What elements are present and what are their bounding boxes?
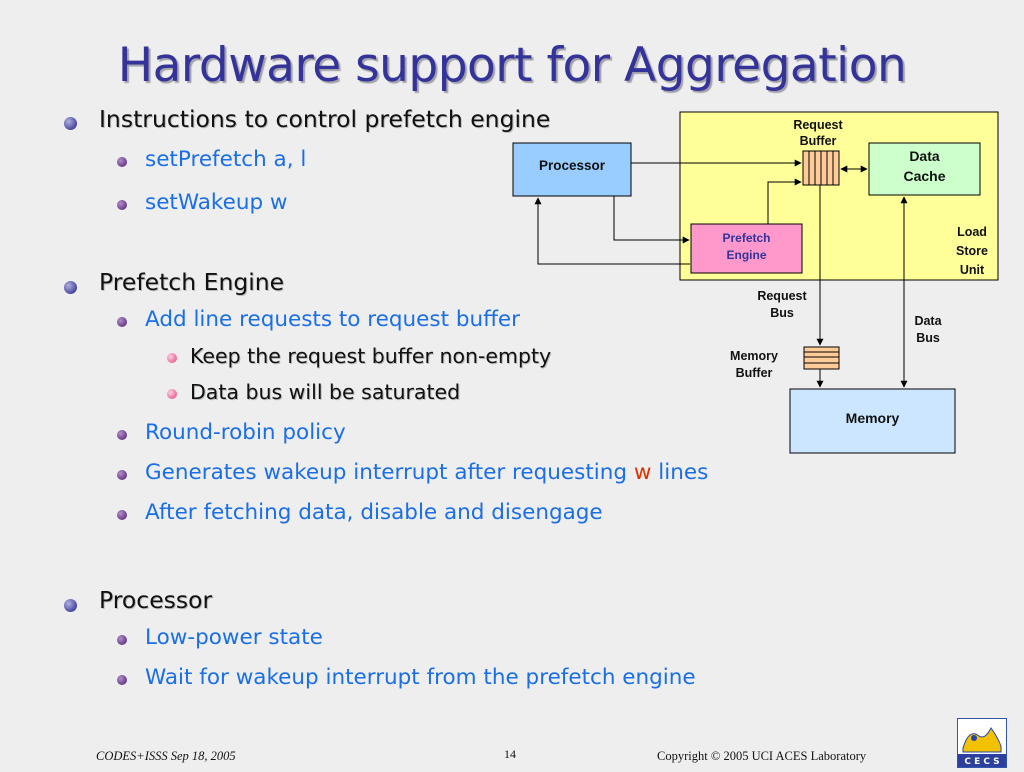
bullet-dot [167, 353, 177, 363]
bullet-dot [64, 117, 77, 130]
memory-box [789, 388, 956, 454]
bullet-dot [117, 200, 127, 210]
slide-title: Hardware support for Aggregation [117, 38, 907, 93]
cecs-logo: C E C S [957, 718, 1007, 768]
bullet-wakeup-text-pre: Generates wakeup interrupt after request… [145, 460, 634, 485]
bullet-disable-disengage: After fetching data, disable and disenga… [145, 500, 603, 525]
data-cache-box [868, 142, 981, 196]
cecs-logo-text: C E C S [964, 757, 999, 767]
bullet-low-power: Low-power state [145, 625, 323, 650]
bullet-wakeup-interrupt: Generates wakeup interrupt after request… [145, 460, 708, 485]
request-buffer-queue [802, 150, 840, 186]
bullet-dot [167, 389, 177, 399]
bullet-instructions: Instructions to control prefetch engine [99, 105, 551, 133]
bullet-dot [117, 157, 127, 167]
bullet-dot [117, 430, 127, 440]
footer-page-number: 14 [504, 747, 516, 761]
bullet-round-robin: Round-robin policy [145, 420, 346, 445]
bullet-dot [117, 510, 127, 520]
bullet-prefetch-engine: Prefetch Engine [99, 268, 285, 296]
memory-label: Memory [845, 410, 900, 426]
memory-buffer-queue [803, 346, 840, 370]
bullet-wakeup-text-post: lines [651, 460, 709, 485]
processor-label: Processor [538, 158, 606, 173]
prefetch-engine-box [690, 223, 803, 274]
bullet-dot [64, 281, 77, 294]
bullet-dot [117, 635, 127, 645]
bullet-dot [64, 599, 77, 612]
footer-conference: CODES+ISSS Sep 18, 2005 [96, 749, 236, 763]
processor-box [512, 142, 632, 197]
bullet-wakeup-w: w [633, 460, 652, 485]
bullet-wait-interrupt: Wait for wakeup interrupt from the prefe… [145, 665, 696, 690]
bullet-dot [117, 470, 127, 480]
bullet-add-line-requests: Add line requests to request buffer [145, 307, 520, 332]
connection-arrows [534, 159, 908, 388]
bullet-keep-nonempty: Keep the request buffer non-empty [190, 344, 552, 368]
bullet-processor: Processor [99, 586, 213, 614]
bullet-bus-saturated: Data bus will be saturated [190, 380, 461, 404]
bullet-setprefetch: setPrefetch a, l [145, 147, 307, 172]
bullet-dot [117, 317, 127, 327]
footer-copyright: Copyright © 2005 UCI ACES Laboratory [657, 749, 867, 763]
bullet-dot [117, 675, 127, 685]
bullet-setwakeup: setWakeup w [145, 190, 288, 215]
